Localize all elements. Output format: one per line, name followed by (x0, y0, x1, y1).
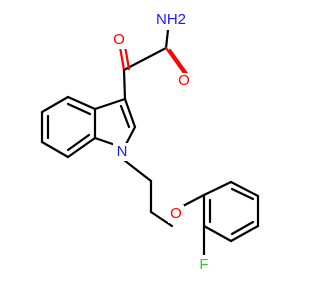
molecule-structure: NH2 O O N O F (40, 10, 260, 275)
ethyl-ether-bond (149, 210, 174, 228)
indole-c3-c2-bond (123, 97, 137, 129)
indole-n-ethyl-bond (122, 158, 153, 183)
indole-c3-c2-inner-double-bond (119, 104, 131, 129)
fluorophenyl-inner-bond-2 (230, 220, 255, 236)
ether-oxygen-background (168, 205, 184, 223)
amide-oxygen-background (176, 73, 192, 91)
indole-c3a-c3-bond (93, 97, 127, 111)
fluorophenyl-bond-1 (202, 180, 233, 197)
amide-carbonyl-double-bond-2 (168, 48, 190, 77)
fluorophenyl-bond-5 (202, 224, 233, 243)
fluorophenyl-bond-4 (229, 224, 260, 243)
keto-oxygen-label: O (113, 31, 125, 48)
amide-carbon-keto-carbon-bond (122, 46, 168, 72)
amide-nitrogen-background (157, 10, 185, 30)
fluorine-label: F (199, 256, 208, 273)
ether-oxygen-label: O (170, 205, 182, 222)
indole-nitrogen-background (113, 143, 131, 161)
fluorophenyl-inner-bond-1 (230, 187, 255, 201)
indole-benzene-bond-2 (40, 95, 70, 114)
indole-benzene-bond-1 (66, 95, 97, 111)
keto-carbonyl-double-bond-1 (118, 45, 126, 72)
amide-nitrogen-label: NH2 (156, 11, 186, 28)
amide-oxygen-label: O (178, 72, 190, 89)
indole-benzene-bond-5 (66, 136, 97, 159)
molecule-canvas: NH2 O O N O F (40, 10, 260, 275)
indole-benzene-inner-bond-3 (66, 133, 91, 152)
keto-carbonyl-double-bond-2 (123, 44, 131, 71)
indole-benzene-bond-4 (40, 140, 70, 159)
keto-carbon-indole-c3-bond (122, 68, 127, 101)
fluorophenyl-bond-2 (229, 180, 260, 198)
keto-oxygen-background (111, 31, 127, 49)
fluorine-background (195, 255, 213, 275)
indole-nitrogen-label: N (117, 143, 128, 160)
indole-benzene-inner-bond-1 (66, 102, 92, 116)
amide-carbonyl-double-bond-1 (164, 46, 186, 75)
ether-aryl-bond (179, 193, 206, 209)
